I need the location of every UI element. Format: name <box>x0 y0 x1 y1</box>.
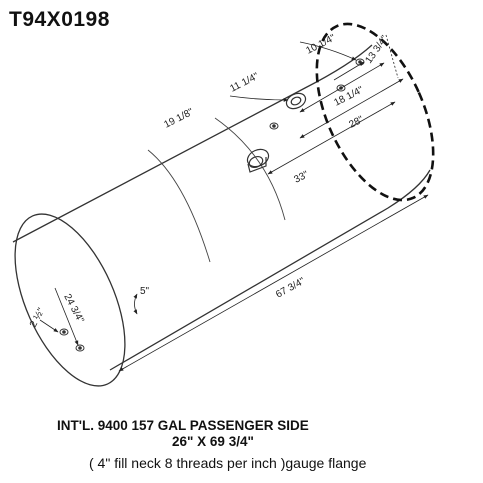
caption-notes: ( 4" fill neck 8 threads per inch )gauge… <box>89 455 367 471</box>
dim-28: 28" <box>347 114 365 131</box>
dim-10-1-4: 10 1/4" <box>304 32 337 56</box>
dim-5: 5" <box>140 286 150 297</box>
tank-baffles <box>147 117 286 263</box>
dim-19-1-8: 19 1/8" <box>162 106 195 130</box>
fitting-ports <box>59 58 365 352</box>
tank-bottom-outline <box>109 169 431 371</box>
caption-size: 26" X 69 3/4" <box>172 434 254 449</box>
tank-rear-end <box>315 22 435 202</box>
caption-model: INT'L. 9400 157 GAL PASSENGER SIDE <box>57 418 309 433</box>
gauge-flange <box>285 92 307 110</box>
dim-33: 33" <box>292 169 310 186</box>
tank-body <box>12 44 431 387</box>
fill-neck <box>246 148 270 173</box>
dimension-lines <box>39 34 429 372</box>
dim-2-1-2: 2 ½" <box>28 306 47 329</box>
dim-24-3-4: 24 3/4" <box>61 292 86 325</box>
part-number: T94X0198 <box>9 8 110 31</box>
dim-11-1-4: 11 1/4" <box>228 71 261 95</box>
tank-front-end <box>14 213 126 387</box>
dim-67-3-4: 67 3/4" <box>274 276 307 301</box>
